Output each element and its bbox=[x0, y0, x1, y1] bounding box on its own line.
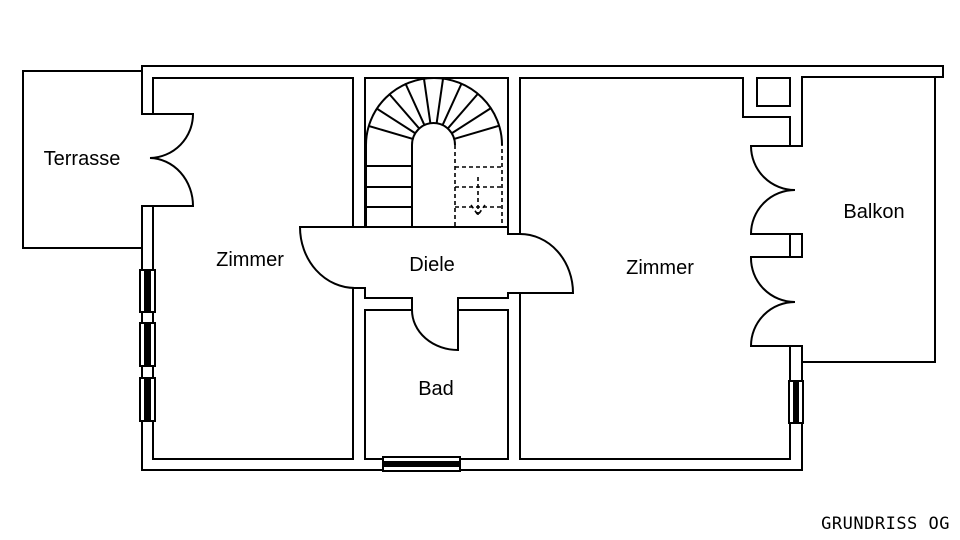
plan-title: GRUNDRISS OG bbox=[821, 514, 950, 534]
window-left-3 bbox=[139, 377, 156, 422]
stair-tread bbox=[404, 82, 426, 126]
stair-tread bbox=[388, 92, 421, 130]
balcony-door-2[interactable] bbox=[749, 256, 802, 347]
stair-tread bbox=[453, 124, 500, 140]
window-right bbox=[788, 380, 804, 424]
window-left-1 bbox=[139, 269, 156, 313]
label-diele: Diele bbox=[409, 254, 455, 276]
stair-direction-arrow-icon bbox=[470, 177, 486, 217]
staircase bbox=[365, 77, 503, 228]
terrace-area bbox=[22, 70, 143, 249]
stair-tread bbox=[375, 107, 416, 135]
stair-tread bbox=[446, 92, 479, 130]
stair-tread bbox=[435, 77, 445, 124]
hall-diele bbox=[298, 226, 575, 352]
stair-tread bbox=[422, 77, 432, 124]
stair-tread bbox=[367, 124, 414, 140]
stair-tread bbox=[441, 82, 463, 126]
stair-tread bbox=[451, 107, 492, 135]
label-terrasse: Terrasse bbox=[44, 148, 121, 170]
shaft bbox=[756, 77, 791, 107]
label-bad: Bad bbox=[418, 378, 454, 400]
label-zimmer-right: Zimmer bbox=[626, 257, 694, 279]
balcony-area bbox=[801, 76, 936, 363]
label-zimmer-left: Zimmer bbox=[216, 249, 284, 271]
window-left-2 bbox=[139, 322, 156, 367]
terrace-door[interactable] bbox=[142, 113, 195, 207]
window-bad bbox=[382, 456, 461, 472]
room-right-zimmer bbox=[519, 77, 791, 460]
label-balkon: Balkon bbox=[843, 201, 904, 223]
balcony-door-1[interactable] bbox=[749, 145, 802, 235]
